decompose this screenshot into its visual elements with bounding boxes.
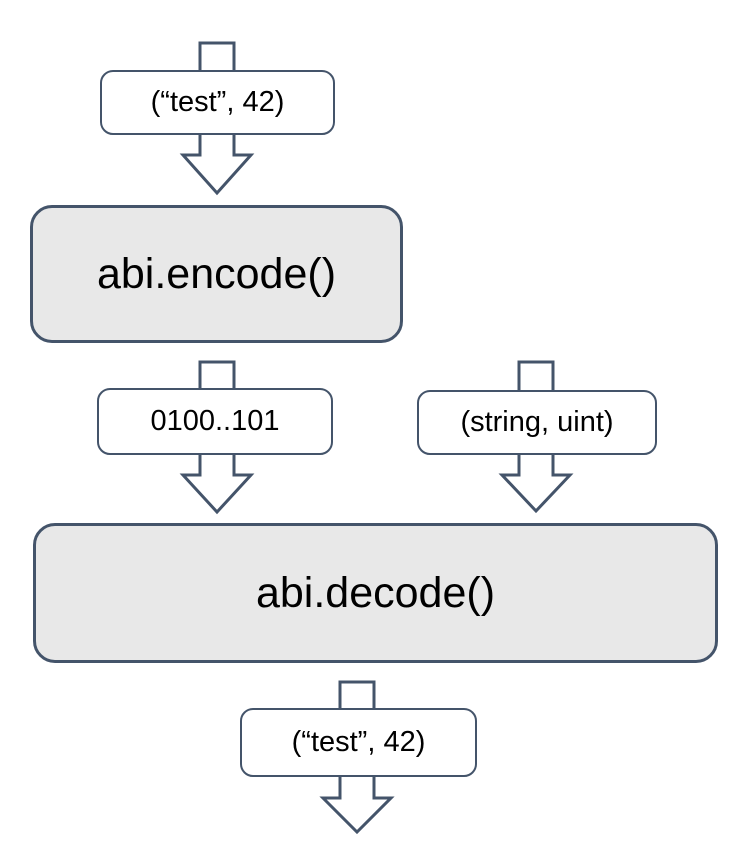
node-encoded-bytes: 0100..101 — [97, 388, 333, 455]
down-arrow-shaft-decode-to-output-icon — [338, 680, 376, 708]
node-encoded-bytes-label: 0100..101 — [150, 405, 280, 437]
node-output-tuple: (“test”, 42) — [240, 708, 477, 777]
node-abi-decode: abi.decode() — [33, 523, 718, 663]
node-types-tuple: (string, uint) — [417, 390, 657, 455]
node-abi-encode-label: abi.encode() — [96, 249, 337, 298]
node-abi-decode-label: abi.decode() — [255, 568, 496, 617]
down-arrow-input-to-encode-icon — [179, 135, 255, 196]
node-output-tuple-label: (“test”, 42) — [291, 726, 426, 758]
down-arrow-output-result-icon — [319, 777, 395, 835]
down-arrow-shaft-into-types-icon — [517, 360, 555, 390]
down-arrow-shaft-into-input-icon — [198, 41, 236, 70]
node-input-tuple-label: (“test”, 42) — [150, 86, 285, 118]
down-arrow-shaft-encode-to-bytes-icon — [198, 360, 236, 388]
down-arrow-bytes-to-decode-icon — [179, 455, 255, 515]
node-types-tuple-label: (string, uint) — [460, 406, 614, 438]
node-input-tuple: (“test”, 42) — [100, 70, 335, 135]
node-abi-encode: abi.encode() — [30, 205, 403, 343]
down-arrow-types-to-decode-icon — [498, 455, 574, 514]
